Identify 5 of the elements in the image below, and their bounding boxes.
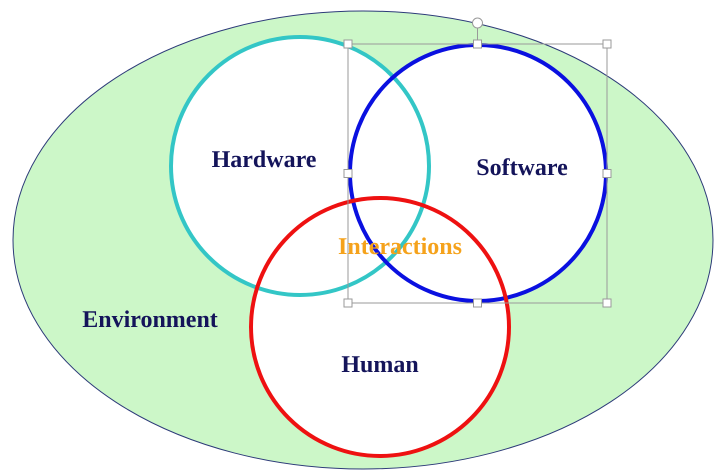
- node-label: Hardware: [212, 148, 316, 172]
- venn-circle: [249, 196, 511, 458]
- node-label: Environment: [82, 308, 218, 332]
- node-label: Software: [476, 156, 568, 180]
- node-label: Human: [341, 353, 419, 377]
